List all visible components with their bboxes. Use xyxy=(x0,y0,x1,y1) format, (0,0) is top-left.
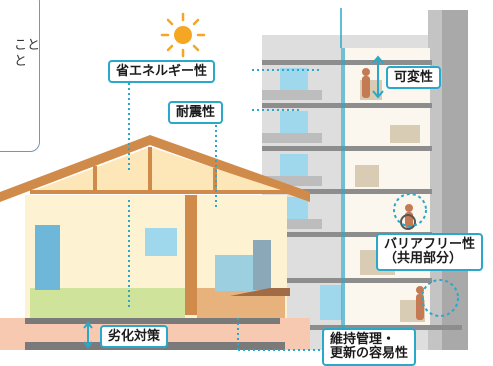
leader-lines xyxy=(128,69,428,351)
label-maintenance-line2: 更新の容易性 xyxy=(330,346,409,361)
label-seismic-resistance: 耐震性 xyxy=(168,101,224,124)
label-energy-efficiency: 省エネルギー性 xyxy=(108,60,216,83)
label-maintenance-line1: 維持管理・ xyxy=(330,332,396,347)
label-maintenance-ease: 維持管理・ 更新の容易性 xyxy=(322,328,417,366)
label-barrier-free-line2: （共用部分） xyxy=(384,251,463,266)
label-barrier-free-line1: バリアフリー性 xyxy=(384,237,476,252)
label-barrier-free: バリアフリー性 （共用部分） xyxy=(376,233,484,271)
sun-icon xyxy=(160,12,206,58)
note-box xyxy=(0,0,40,152)
note-line-2: と xyxy=(14,54,28,69)
note-line-1: こと xyxy=(14,38,41,53)
label-deterioration-countermeasures: 劣化対策 xyxy=(100,325,169,348)
apartment-building xyxy=(262,10,468,350)
label-variability: 可変性 xyxy=(386,66,442,89)
